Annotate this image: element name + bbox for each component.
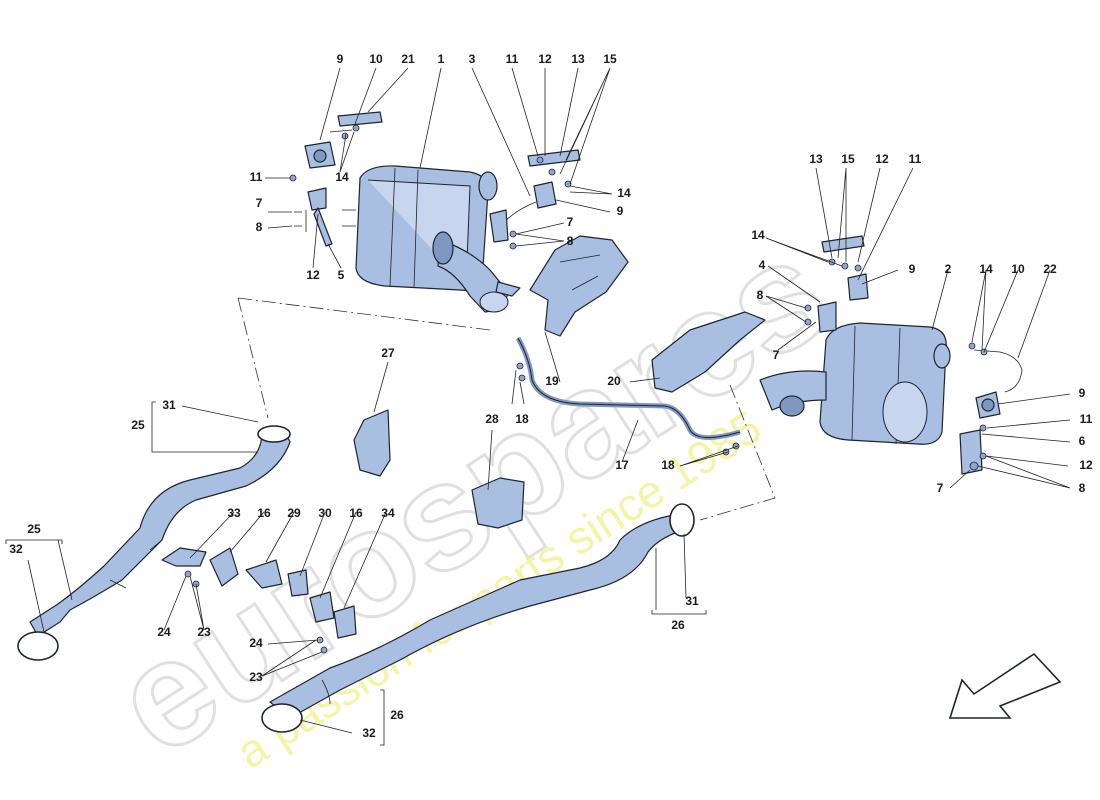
callout-16: 16 [257, 506, 271, 520]
callout-23: 23 [249, 670, 263, 684]
callout-12: 12 [306, 268, 320, 282]
heat-shield-20 [651, 311, 766, 393]
callout-34: 34 [381, 506, 395, 520]
callout-25: 25 [131, 418, 145, 432]
callout-8: 8 [256, 220, 263, 234]
direction-arrow-icon [948, 652, 1062, 719]
callout-6: 6 [1079, 434, 1086, 448]
callout-31: 31 [162, 398, 176, 412]
callout-20: 20 [607, 374, 621, 388]
left-muffler [342, 165, 521, 313]
callout-14: 14 [617, 186, 631, 200]
callout-11: 11 [1080, 412, 1093, 426]
callout-12: 12 [875, 152, 889, 166]
callout-8: 8 [567, 234, 574, 248]
callout-16: 16 [349, 506, 363, 520]
right-front-pipe [261, 503, 695, 733]
right-muffler [759, 322, 951, 445]
left-front-pipe [17, 425, 291, 661]
callout-10: 10 [369, 52, 383, 66]
callout-11: 11 [909, 152, 922, 166]
callout-15: 15 [841, 152, 855, 166]
small-brackets [161, 547, 357, 654]
left-hanger-group [289, 111, 383, 247]
callout-24: 24 [249, 636, 263, 650]
callout-13: 13 [571, 52, 585, 66]
callout-5: 5 [338, 268, 345, 282]
callout-7: 7 [937, 481, 944, 495]
callout-11: 11 [506, 52, 519, 66]
callout-14: 14 [979, 262, 993, 276]
connection-line-left [237, 297, 491, 419]
callout-26: 26 [390, 708, 404, 722]
callout-18: 18 [661, 458, 675, 472]
connection-line-right [699, 384, 776, 521]
callout-32: 32 [9, 542, 23, 556]
callout-19: 19 [545, 374, 559, 388]
right-hanger-group [804, 235, 869, 333]
callout-24: 24 [157, 625, 171, 639]
callout-12: 12 [1079, 458, 1093, 472]
callout-23: 23 [197, 625, 211, 639]
callout-28: 28 [485, 412, 499, 426]
heat-shield-27 [353, 409, 391, 477]
callout-32: 32 [362, 726, 376, 740]
callout-18: 18 [515, 412, 529, 426]
callout-9: 9 [909, 262, 916, 276]
heat-shield-28 [471, 477, 525, 529]
callout-15: 15 [603, 52, 617, 66]
callout-1: 1 [438, 52, 445, 66]
callout-10: 10 [1011, 262, 1025, 276]
callout-13: 13 [809, 152, 823, 166]
callout-21: 21 [401, 52, 415, 66]
callout-31: 31 [685, 594, 699, 608]
callout-9: 9 [617, 204, 624, 218]
callout-8: 8 [757, 288, 764, 302]
callout-3: 3 [469, 52, 476, 66]
callout-33: 33 [227, 506, 241, 520]
callout-7: 7 [773, 348, 780, 362]
callout-11: 11 [250, 170, 263, 184]
callout-22: 22 [1043, 262, 1057, 276]
callout-14: 14 [335, 170, 349, 184]
callout-9: 9 [1079, 386, 1086, 400]
callout-8: 8 [1079, 481, 1086, 495]
callout-25: 25 [27, 522, 41, 536]
callout-26: 26 [671, 618, 685, 632]
callout-30: 30 [318, 506, 332, 520]
callout-7: 7 [567, 215, 574, 229]
callout-7: 7 [256, 196, 263, 210]
callout-12: 12 [538, 52, 552, 66]
callout-4: 4 [759, 258, 766, 272]
callout-9: 9 [337, 52, 344, 66]
callout-14: 14 [751, 228, 765, 242]
far-right-hanger-group [959, 342, 1023, 475]
callout-labels: 9 10 21 1 3 11 12 13 15 11 14 7 8 12 5 1… [9, 52, 1093, 740]
leader-lines [27, 67, 1071, 734]
callout-17: 17 [615, 458, 629, 472]
callout-29: 29 [287, 506, 301, 520]
bracket-marks [5, 401, 707, 746]
callout-27: 27 [381, 346, 395, 360]
callout-2: 2 [945, 262, 952, 276]
